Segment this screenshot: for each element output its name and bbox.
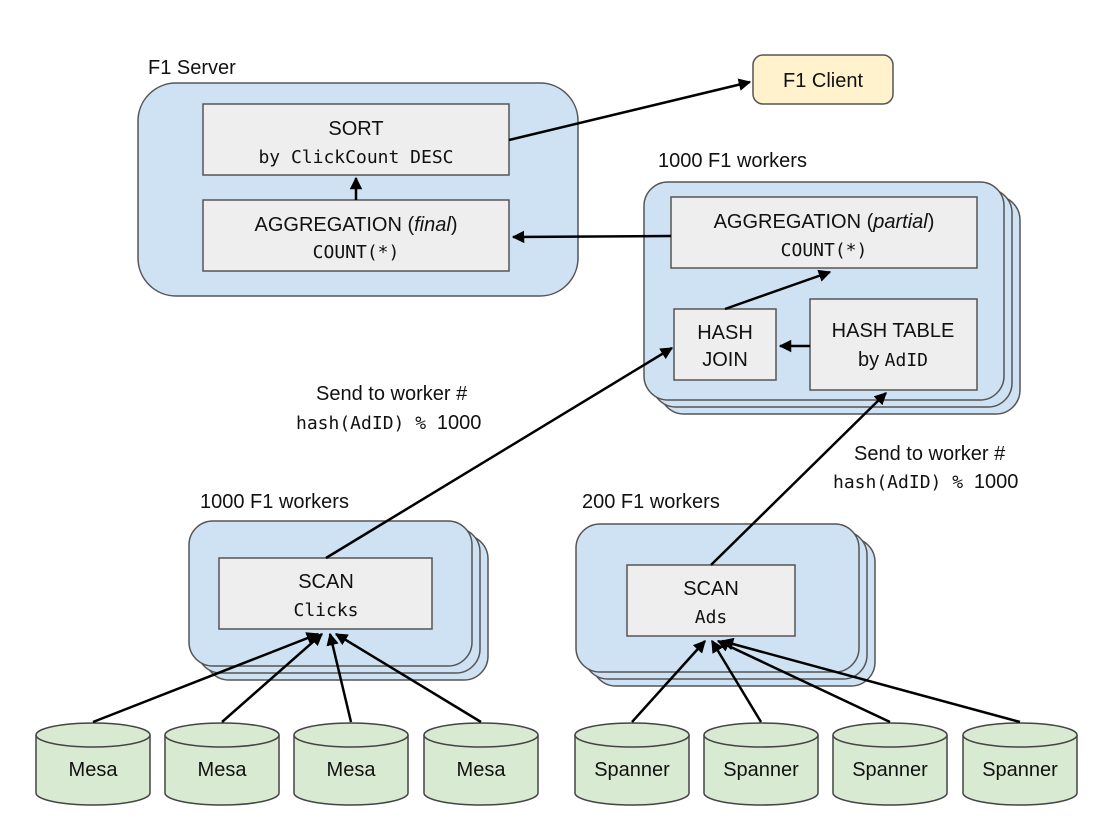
mesa-to-scan-arrow: [221, 633, 323, 723]
spanner-label: Spanner: [594, 759, 670, 781]
spanner-label: Spanner: [852, 759, 928, 781]
scan-clicks-line1: SCAN: [298, 571, 354, 593]
scan-ads-line1: SCAN: [683, 578, 739, 600]
scan-clicks-table: Clicks: [293, 600, 358, 621]
mesa-to-scan-arrow: [92, 632, 320, 724]
spanner-to-scan-arrow: [716, 639, 891, 724]
spanner-to-scan-arrow: [631, 640, 706, 723]
agg-final-func: COUNT(*): [313, 242, 400, 263]
spanner-to-scan-arrow: [720, 637, 1021, 724]
send-right-line2: hash(AdID) % 1000: [833, 471, 1018, 493]
hash-join-line1: HASH: [697, 322, 753, 344]
mesa-store: Mesa: [35, 722, 151, 806]
send-left-line2: hash(AdID) % 1000: [296, 412, 481, 434]
server-title: F1 Server: [148, 57, 236, 79]
scan-ads-table: Ads: [695, 607, 728, 628]
spanner-label: Spanner: [723, 759, 799, 781]
hash-table-line2: by AdID: [858, 349, 928, 371]
hash-table-node: [809, 298, 978, 391]
mesa-label: Mesa: [69, 759, 119, 781]
mesa-label: Mesa: [327, 759, 377, 781]
hash-join-line2: JOIN: [702, 349, 748, 371]
mesa-store: Mesa: [164, 722, 280, 806]
spanner-store: Spanner: [703, 722, 819, 806]
spanner-store: Spanner: [832, 722, 948, 806]
hash-join-node: [673, 308, 777, 381]
client-label: F1 Client: [783, 70, 863, 92]
mesa-label: Mesa: [457, 759, 507, 781]
join-workers-title: 1000 F1 workers: [658, 150, 807, 172]
agg-partial-node: [670, 196, 978, 269]
send-right-line1: Send to worker #: [854, 443, 1006, 465]
partial-to-final-arrow: [511, 230, 672, 244]
mesa-label: Mesa: [198, 759, 248, 781]
scan-ads-node: [626, 564, 796, 637]
client-node: [752, 54, 894, 105]
spanner-to-scan-arrow: [710, 639, 763, 723]
sort-to-client-arrow: [508, 78, 752, 142]
scan-clicks-node: [218, 557, 433, 630]
spanner-store: Spanner: [962, 722, 1078, 806]
ads-to-table-arrow: [710, 392, 887, 566]
hash-table-line1: HASH TABLE: [832, 320, 955, 342]
agg-partial-label: AGGREGATION (partial): [714, 211, 935, 233]
sort-key: by ClickCount DESC: [258, 147, 453, 168]
ads-workers-title: 200 F1 workers: [582, 491, 720, 513]
spanner-label: Spanner: [982, 759, 1058, 781]
clicks-workers-title: 1000 F1 workers: [200, 491, 349, 513]
clicks-to-join-arrow: [325, 346, 674, 560]
spanner-store: Spanner: [574, 722, 690, 806]
sort-label: SORT: [328, 118, 383, 140]
agg-final-label: AGGREGATION (final): [254, 214, 457, 236]
send-left-line1: Send to worker #: [316, 383, 468, 405]
mesa-store: Mesa: [423, 722, 539, 806]
join-to-partial-arrow: [724, 269, 832, 311]
mesa-to-scan-arrow: [326, 632, 353, 723]
agg-partial-func: COUNT(*): [781, 240, 868, 261]
mesa-store: Mesa: [293, 722, 409, 806]
sort-node: [202, 103, 510, 176]
mesa-to-scan-arrow: [334, 632, 482, 724]
